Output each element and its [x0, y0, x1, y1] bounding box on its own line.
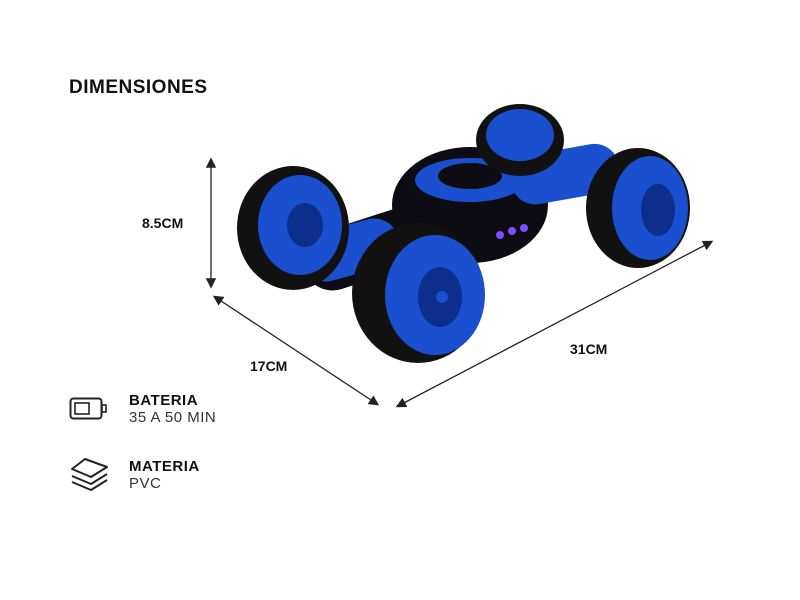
wheel-front-right [586, 148, 690, 268]
spec-value: 35 A 50 MIN [129, 409, 217, 426]
spec-label: BATERIA [129, 392, 199, 409]
rc-car-image [237, 104, 690, 363]
height-label: 8.5CM [142, 215, 184, 231]
spec-battery: BATERIA 35 A 50 MIN [129, 392, 216, 426]
dimension-arrows [205, 157, 714, 408]
led-light [508, 227, 516, 235]
wheel-rear-right [476, 104, 564, 176]
wheel-front-left [352, 223, 485, 363]
spec-value: PVC [129, 475, 162, 492]
width-arrow [212, 295, 380, 406]
page-title: DIMENSIONES [69, 77, 208, 98]
led-light [520, 224, 528, 232]
battery-icon [69, 396, 109, 427]
width-label: 17CM [250, 358, 288, 374]
wheel-rear-left [237, 166, 349, 290]
length-label: 31CM [570, 341, 608, 357]
layers-icon [69, 455, 111, 496]
spec-label: MATERIA [129, 458, 200, 475]
length-arrow [395, 240, 714, 408]
spec-material: MATERIA PVC [129, 458, 200, 492]
led-light [496, 231, 504, 239]
